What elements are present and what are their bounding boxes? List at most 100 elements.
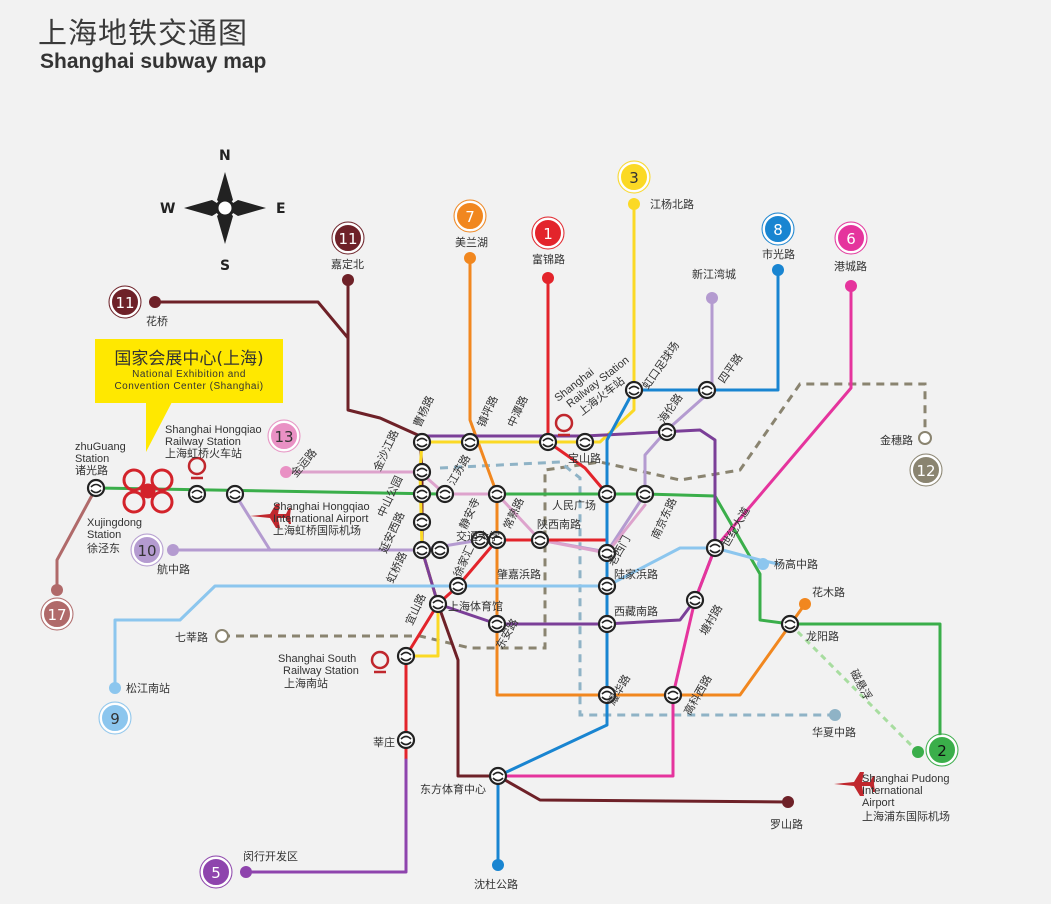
badge-label: 17 bbox=[47, 606, 66, 624]
compass-rose-icon: N S W E bbox=[160, 148, 286, 274]
terminal-jinyunlu[interactable] bbox=[280, 466, 292, 478]
badge-label: 6 bbox=[846, 230, 856, 248]
interchange-station[interactable] bbox=[597, 685, 617, 705]
interchange-station[interactable] bbox=[597, 576, 617, 596]
interchange-station[interactable] bbox=[86, 478, 106, 498]
terminal-hangzhonglu[interactable] bbox=[167, 544, 179, 556]
compass-s: S bbox=[220, 258, 230, 274]
interchange-station[interactable] bbox=[430, 540, 450, 560]
line-badge-1[interactable]: 1 bbox=[531, 216, 565, 250]
station-label-yanggaozhonglu: 杨高中路 bbox=[774, 557, 818, 571]
terminal-jinsuilu[interactable] bbox=[918, 431, 932, 445]
line-12-route bbox=[222, 382, 927, 650]
line-badge-11-jiading[interactable]: 11 bbox=[331, 221, 365, 255]
terminal-songjiangnanzhan[interactable] bbox=[109, 682, 121, 694]
station-label-renminguangchang: 人民广场 bbox=[552, 498, 596, 512]
badge-label: 1 bbox=[543, 225, 553, 243]
terminal-luoshanlu[interactable] bbox=[782, 796, 794, 808]
terminal-huaxiazhonglu[interactable] bbox=[829, 709, 841, 721]
compass-n: N bbox=[219, 148, 231, 164]
interchange-station[interactable] bbox=[538, 432, 558, 452]
terminal-huaqiao[interactable] bbox=[149, 296, 161, 308]
interchange-station[interactable] bbox=[530, 530, 550, 550]
station-label-zhuguang-en1: zhuGuang bbox=[75, 441, 126, 453]
station-label-south-cn: 上海南站 bbox=[284, 676, 328, 690]
interchange-station[interactable] bbox=[487, 614, 507, 634]
terminal-yanggaozhonglu[interactable] bbox=[757, 558, 769, 570]
interchange-station[interactable] bbox=[396, 730, 416, 750]
terminal-pudong-maglev[interactable] bbox=[912, 746, 924, 758]
terminal-minhangkaifaqu[interactable] bbox=[240, 866, 252, 878]
interchange-station[interactable] bbox=[435, 484, 455, 504]
terminal-meilanhu[interactable] bbox=[464, 252, 476, 264]
line-badge-10[interactable]: 10 bbox=[130, 533, 164, 567]
interchange-station[interactable] bbox=[412, 432, 432, 452]
terminal-xinjiangwancheng[interactable] bbox=[706, 292, 718, 304]
station-label-longyanglu: 龙阳路 bbox=[806, 630, 839, 643]
line-badge-9[interactable]: 9 bbox=[98, 701, 132, 735]
station-label-meilanhu: 美兰湖 bbox=[455, 236, 488, 249]
line-badge-3[interactable]: 3 bbox=[617, 160, 651, 194]
train-station-icon bbox=[187, 413, 574, 674]
line-badge-2[interactable]: 2 bbox=[925, 733, 959, 767]
interchange-station[interactable] bbox=[428, 594, 448, 614]
station-label-lujiabanglu: 陆家浜路 bbox=[614, 567, 658, 581]
interchange-station[interactable] bbox=[575, 432, 595, 452]
interchange-station[interactable] bbox=[460, 432, 480, 452]
line-1-route bbox=[404, 276, 609, 762]
interchange-station[interactable] bbox=[635, 484, 655, 504]
dashed-lines bbox=[222, 382, 927, 754]
line-terminals bbox=[51, 198, 932, 878]
interchange-station[interactable] bbox=[412, 512, 432, 532]
line-badges: 11 7 1 3 8 6 11 13 12 10 17 9 2 5 bbox=[40, 160, 959, 889]
station-label-xujiahui: 徐家汇 bbox=[450, 543, 477, 579]
line-17-route bbox=[55, 486, 98, 592]
terminal-gangchenglu[interactable] bbox=[845, 280, 857, 292]
interchange-station[interactable] bbox=[697, 380, 717, 400]
station-label-hqrail-en2: Railway Station bbox=[165, 436, 241, 448]
interchange-station[interactable] bbox=[624, 380, 644, 400]
station-label-tangcunlu: 塘村路 bbox=[696, 602, 725, 638]
terminal-shenshegonglu[interactable] bbox=[492, 859, 504, 871]
interchange-station[interactable] bbox=[685, 590, 705, 610]
station-label-jiangsulu: 江苏路 bbox=[445, 452, 473, 487]
interchange-station[interactable] bbox=[412, 484, 432, 504]
line-badge-11-huaqiao[interactable]: 11 bbox=[108, 285, 142, 319]
interchange-station[interactable] bbox=[396, 646, 416, 666]
interchange-station[interactable] bbox=[663, 685, 683, 705]
badge-label: 11 bbox=[115, 294, 134, 312]
terminal-jiadingbei[interactable] bbox=[342, 274, 354, 286]
interchange-station[interactable] bbox=[487, 484, 507, 504]
interchange-station[interactable] bbox=[705, 538, 725, 558]
interchange-station[interactable] bbox=[597, 484, 617, 504]
interchange-station[interactable] bbox=[657, 422, 677, 442]
interchange-station[interactable] bbox=[412, 540, 432, 560]
callout-pointer bbox=[146, 402, 172, 452]
line-badge-7[interactable]: 7 bbox=[453, 199, 487, 233]
terminal-line17[interactable] bbox=[51, 584, 63, 596]
interchange-station[interactable] bbox=[597, 614, 617, 634]
line-badge-8[interactable]: 8 bbox=[761, 212, 795, 246]
interchange-station[interactable] bbox=[448, 576, 468, 596]
interchange-station[interactable] bbox=[487, 530, 507, 550]
terminal-huamulu[interactable] bbox=[799, 598, 811, 610]
interchange-station[interactable] bbox=[780, 614, 800, 634]
interchange-station[interactable] bbox=[187, 484, 207, 504]
terminal-fujinlu[interactable] bbox=[542, 272, 554, 284]
terminal-shiguanglu[interactable] bbox=[772, 264, 784, 276]
station-label-minhangkaifaqu: 闵行开发区 bbox=[243, 849, 298, 863]
line-badge-5[interactable]: 5 bbox=[199, 855, 233, 889]
terminal-qicalu[interactable] bbox=[215, 629, 229, 643]
line-badge-13[interactable]: 13 bbox=[267, 419, 301, 453]
interchange-station[interactable] bbox=[488, 766, 508, 786]
line-badge-12[interactable]: 12 bbox=[909, 453, 943, 487]
line-badge-17[interactable]: 17 bbox=[40, 597, 74, 631]
line-badge-6[interactable]: 6 bbox=[834, 221, 868, 255]
terminal-jiangyangbeilu[interactable] bbox=[628, 198, 640, 210]
interchange-station[interactable] bbox=[225, 484, 245, 504]
exhibition-center-icon[interactable] bbox=[122, 468, 174, 514]
station-label-jinyunlu: 金运路 bbox=[288, 446, 320, 480]
interchange-station[interactable] bbox=[597, 543, 617, 563]
interchange-station[interactable] bbox=[412, 462, 432, 482]
